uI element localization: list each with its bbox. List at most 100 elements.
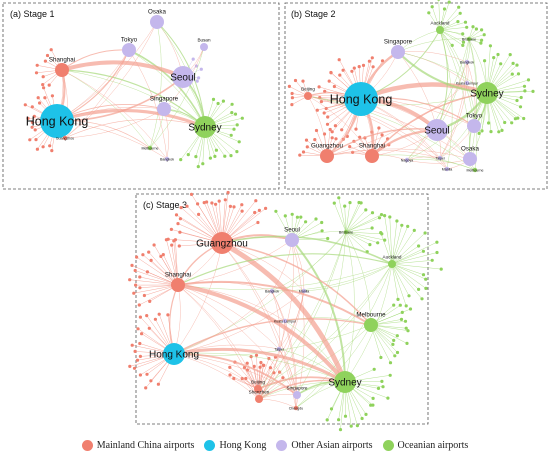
- leaf-edge: [439, 27, 467, 31]
- airport-node-brisbane: [343, 229, 349, 235]
- leaf-edge: [344, 206, 347, 233]
- leaf-airport-node: [45, 53, 50, 58]
- weighted-route-edge: [219, 240, 348, 385]
- leaf-airport-node: [235, 123, 239, 127]
- leaf-airport-node: [304, 220, 308, 224]
- route-edge: [406, 159, 476, 171]
- leaf-airport-node: [36, 96, 40, 100]
- leaf-airport-node: [228, 204, 232, 208]
- route-edge: [307, 95, 373, 157]
- leaf-airport-node: [177, 244, 181, 248]
- leaf-airport-node: [423, 231, 427, 235]
- leaf-airport-node: [400, 223, 404, 227]
- leaf-airport-node: [479, 41, 483, 45]
- leaf-airport-node: [474, 27, 478, 31]
- airport-label: Taipei: [435, 156, 445, 160]
- leaf-edge: [234, 361, 259, 390]
- leaf-airport-node: [471, 25, 475, 29]
- leaf-edge: [431, 6, 441, 31]
- leaf-airport-node: [261, 363, 265, 367]
- airport-node-guangzhou: [62, 135, 68, 141]
- leaf-airport-node: [174, 213, 179, 217]
- airport-label: Manila: [442, 167, 453, 171]
- leaf-airport-node: [49, 48, 53, 52]
- leaf-airport-node: [211, 97, 216, 101]
- route-edge: [278, 348, 298, 396]
- leaf-airport-node: [244, 376, 248, 381]
- leaf-airport-node: [41, 83, 45, 87]
- airport-label: Melbourne: [356, 312, 386, 319]
- leaf-airport-node: [210, 201, 214, 205]
- leaf-airport-node: [47, 83, 51, 87]
- route-edge: [406, 156, 441, 161]
- leaf-edge: [439, 13, 461, 31]
- leaf-airport-node: [41, 75, 45, 79]
- airport-label: Singapore: [150, 96, 179, 103]
- leaf-airport-node: [380, 133, 384, 137]
- airport-node-melbourne: [364, 318, 378, 332]
- leaf-airport-node: [496, 52, 500, 57]
- leaf-airport-node: [518, 105, 523, 109]
- leaf-airport-node: [323, 89, 327, 93]
- airport-node-auckland: [388, 260, 396, 268]
- leaf-airport-node: [350, 69, 354, 73]
- leaf-edge: [148, 251, 179, 286]
- leaf-airport-node: [314, 217, 318, 221]
- airport-node-hong-kong: [163, 343, 185, 365]
- leaf-airport-node: [166, 313, 170, 317]
- leaf-airport-node: [458, 11, 462, 15]
- airport-label: Chengdu: [289, 406, 304, 410]
- leaf-airport-node: [461, 32, 465, 36]
- leaf-airport-node: [399, 317, 404, 321]
- leaf-edge: [391, 226, 408, 265]
- leaf-airport-node: [447, 0, 451, 4]
- leaf-edge: [345, 231, 368, 252]
- legend-item-mainland: Mainland China airports: [81, 439, 194, 451]
- leaf-airport-node: [319, 100, 323, 104]
- leaf-edge: [391, 263, 399, 300]
- leaf-airport-node: [503, 120, 507, 125]
- leaf-airport-node: [326, 236, 330, 241]
- airport-label: Hong Kong: [330, 92, 393, 106]
- leaf-airport-node: [332, 84, 336, 89]
- route-edge: [468, 38, 477, 160]
- leaf-airport-node: [435, 250, 439, 255]
- route-edge: [173, 231, 347, 355]
- leaf-airport-node: [232, 205, 236, 209]
- leaf-airport-node: [333, 124, 337, 128]
- leaf-edge: [370, 324, 391, 363]
- leaf-airport-node: [404, 304, 408, 308]
- leaf-airport-node: [130, 343, 134, 347]
- panel-c-frame: [135, 193, 429, 425]
- leaf-airport-node: [245, 361, 249, 365]
- leaf-airport-node: [293, 78, 298, 83]
- leaf-edge: [391, 230, 415, 265]
- leaf-edge: [334, 203, 347, 233]
- weighted-route-edge: [221, 235, 393, 265]
- airport-node-hong-kong: [344, 82, 378, 116]
- leaf-edge: [391, 263, 426, 280]
- leaf-edge: [439, 29, 463, 46]
- airport-node-osaka: [463, 152, 477, 166]
- leaf-airport-node: [489, 130, 493, 134]
- leaf-airport-node: [395, 350, 400, 355]
- leaf-edge: [391, 232, 426, 265]
- route-edge: [326, 149, 441, 159]
- leaf-airport-node: [522, 116, 526, 121]
- leaf-airport-node: [194, 155, 198, 159]
- panel-stage-2: (b) Stage 2 SingaporeAucklandBrisbaneBan…: [287, 0, 535, 173]
- leaf-airport-node: [367, 59, 371, 63]
- airport-label: Shanghai: [359, 143, 385, 150]
- leaf-airport-node: [30, 125, 34, 129]
- leaf-airport-node: [465, 25, 469, 29]
- leaf-airport-node: [148, 299, 152, 303]
- leaf-airport-node: [516, 116, 520, 120]
- leaf-airport-node: [523, 89, 527, 93]
- route-edge: [257, 290, 305, 390]
- airport-node-nagoya: [404, 157, 410, 163]
- airport-node-bangkok: [269, 288, 275, 294]
- leaf-airport-node: [30, 120, 34, 124]
